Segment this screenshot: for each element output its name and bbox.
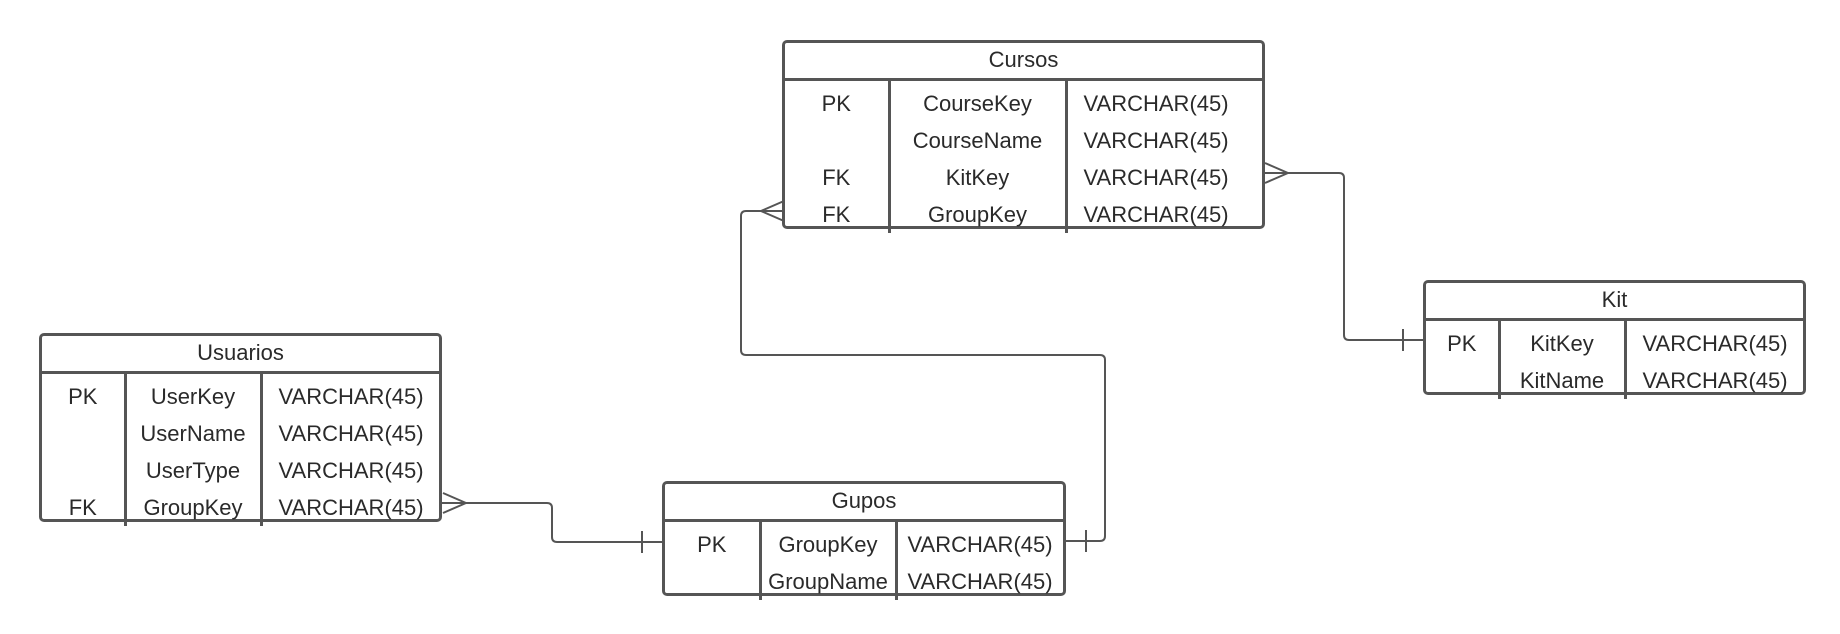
field-name: KitName: [1497, 362, 1625, 399]
field-name: UserKey: [123, 374, 261, 415]
field-name: GroupName: [758, 563, 896, 600]
field-name: GroupKey: [887, 196, 1066, 233]
table-row[interactable]: CourseName VARCHAR(45): [785, 122, 1262, 159]
entity-fields: PK GroupKey VARCHAR(45) GroupName VARCHA…: [665, 522, 1063, 600]
table-row[interactable]: PK UserKey VARCHAR(45): [42, 374, 439, 415]
entity-fields: PK CourseKey VARCHAR(45) CourseName VARC…: [785, 81, 1262, 233]
field-name: KitKey: [887, 159, 1066, 196]
field-type: VARCHAR(45): [259, 452, 439, 489]
entity-kit[interactable]: Kit PK KitKey VARCHAR(45) KitName VARCHA…: [1423, 280, 1806, 399]
field-type: VARCHAR(45): [894, 522, 1063, 563]
entity-title: Gupos: [665, 484, 1063, 522]
field-type: VARCHAR(45): [1623, 362, 1803, 399]
key-marker: PK: [68, 383, 98, 409]
field-name: GroupKey: [758, 522, 896, 563]
key-marker: PK: [1447, 330, 1477, 356]
field-name: CourseKey: [887, 81, 1066, 122]
entity-fields: PK UserKey VARCHAR(45) UserName VARCHAR(…: [42, 374, 439, 526]
table-row[interactable]: PK CourseKey VARCHAR(45): [785, 81, 1262, 122]
key-marker: [785, 122, 889, 159]
field-name: UserType: [123, 452, 261, 489]
key-marker: [1426, 362, 1499, 399]
crowfoot-many-icon: [760, 200, 785, 222]
field-type: VARCHAR(45): [1064, 196, 1262, 233]
key-marker: FK: [68, 494, 97, 520]
key-marker: PK: [821, 90, 851, 116]
entity-title: Kit: [1426, 283, 1803, 321]
field-type: VARCHAR(45): [1623, 321, 1803, 362]
field-type: VARCHAR(45): [894, 563, 1063, 600]
field-type: VARCHAR(45): [1064, 159, 1262, 196]
table-row[interactable]: PK GroupKey VARCHAR(45): [665, 522, 1063, 563]
key-marker: [665, 563, 760, 600]
field-name: KitKey: [1497, 321, 1625, 362]
field-name: GroupKey: [123, 489, 261, 526]
entity-title: Usuarios: [42, 336, 439, 374]
table-row[interactable]: PK KitKey VARCHAR(45): [1426, 321, 1803, 362]
table-row[interactable]: GroupName VARCHAR(45): [665, 563, 1063, 600]
table-row[interactable]: FK GroupKey VARCHAR(45): [785, 196, 1262, 233]
field-name: UserName: [123, 415, 261, 452]
entity-cursos[interactable]: Cursos PK CourseKey VARCHAR(45) CourseNa…: [782, 40, 1265, 233]
key-marker: [42, 452, 125, 489]
field-type: VARCHAR(45): [1064, 122, 1262, 159]
relationship-cursos-kit: [1263, 172, 1423, 341]
entity-fields: PK KitKey VARCHAR(45) KitName VARCHAR(45…: [1426, 321, 1803, 399]
entity-usuarios[interactable]: Usuarios PK UserKey VARCHAR(45) UserName…: [39, 333, 442, 526]
field-type: VARCHAR(45): [259, 374, 439, 415]
field-type: VARCHAR(45): [259, 415, 439, 452]
table-row[interactable]: FK KitKey VARCHAR(45): [785, 159, 1262, 196]
table-row[interactable]: UserType VARCHAR(45): [42, 452, 439, 489]
table-row[interactable]: FK GroupKey VARCHAR(45): [42, 489, 439, 526]
crowfoot-many-icon: [1264, 162, 1289, 184]
key-marker: PK: [697, 531, 727, 557]
table-row[interactable]: KitName VARCHAR(45): [1426, 362, 1803, 399]
relationship-cursos-gupos: [740, 210, 1106, 542]
crowfoot-many-icon: [442, 492, 467, 514]
entity-title: Cursos: [785, 43, 1262, 81]
key-marker: FK: [822, 201, 851, 227]
field-type: VARCHAR(45): [1064, 81, 1262, 122]
field-name: CourseName: [887, 122, 1066, 159]
entity-gupos[interactable]: Gupos PK GroupKey VARCHAR(45) GroupName …: [662, 481, 1066, 600]
key-marker: FK: [822, 164, 851, 190]
relationship-usuarios-gupos: [441, 502, 662, 543]
field-type: VARCHAR(45): [259, 489, 439, 526]
table-row[interactable]: UserName VARCHAR(45): [42, 415, 439, 452]
key-marker: [42, 415, 125, 452]
